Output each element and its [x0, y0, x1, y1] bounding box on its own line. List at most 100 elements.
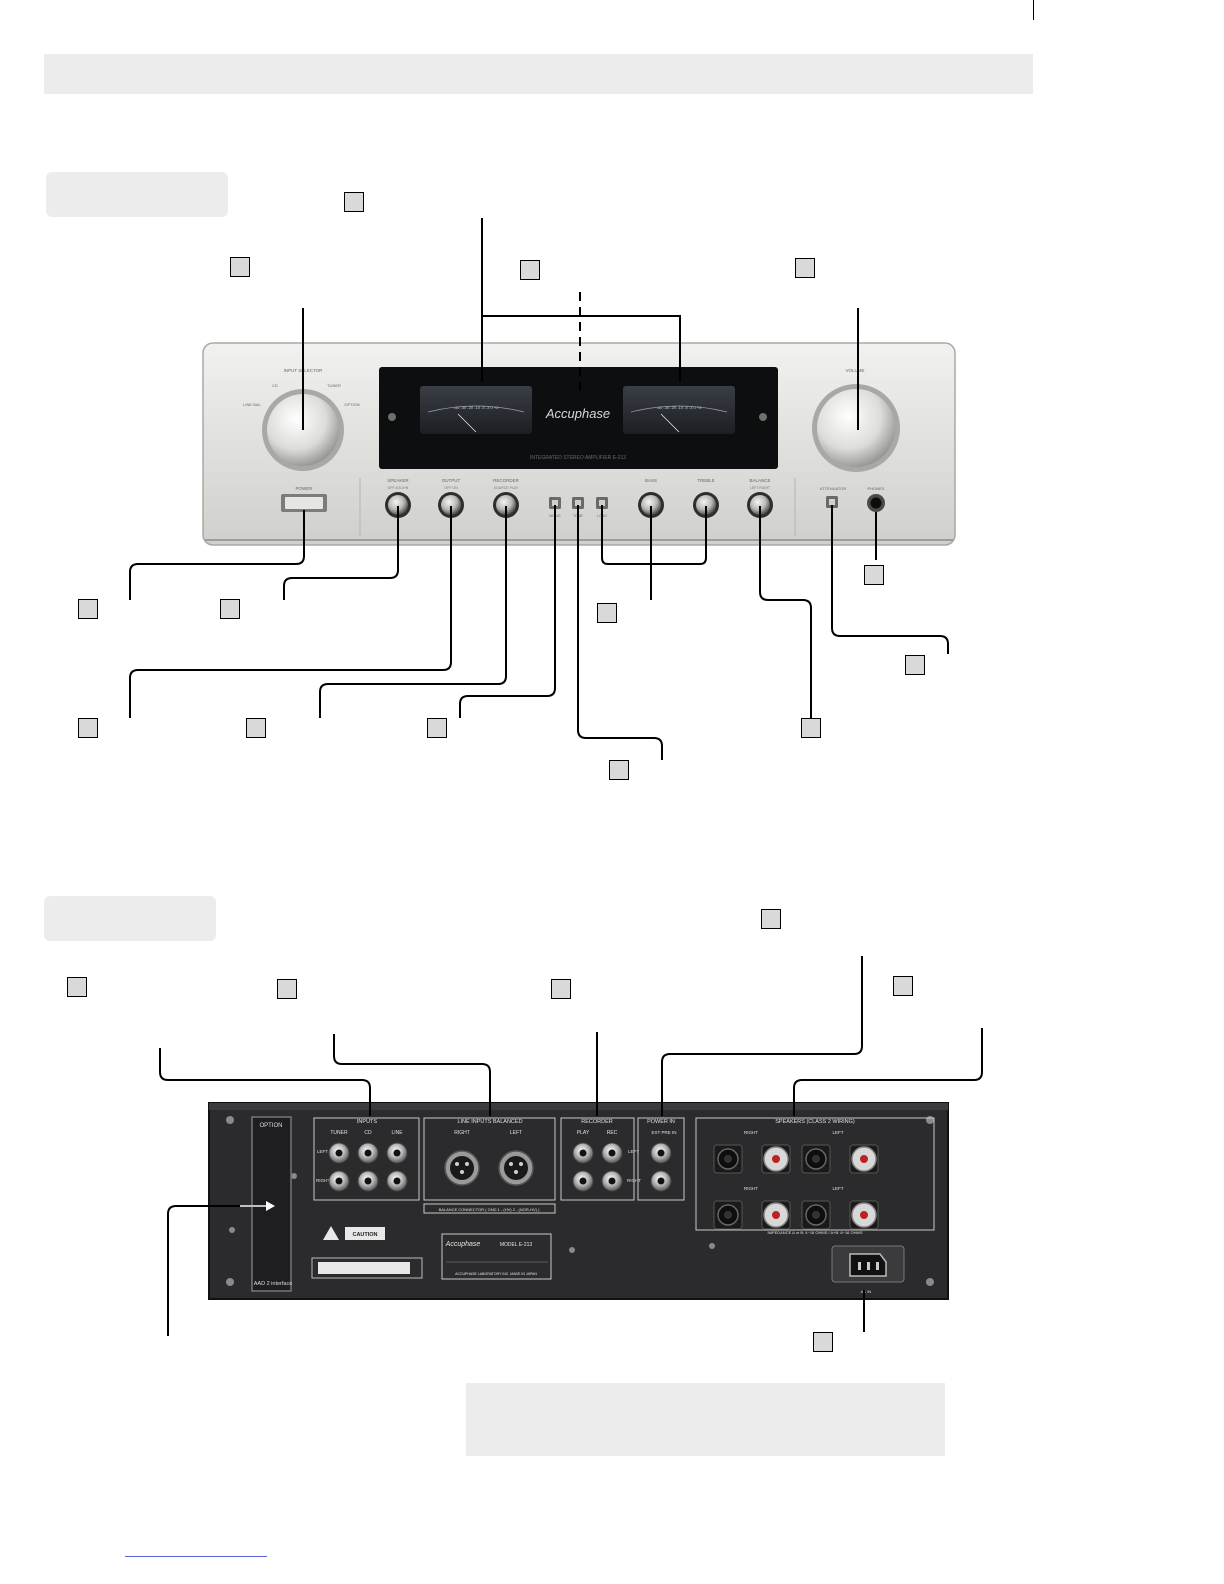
knob-label-bass: BASS	[645, 478, 657, 483]
callout-marker	[78, 718, 98, 738]
recorder-title: RECORDER	[581, 1119, 613, 1125]
rca-power-in-right-hole	[657, 1177, 665, 1185]
impedance-note: IMPEDANCE A or B: 4~16 OHMS / A+B: 8~16 …	[767, 1230, 862, 1235]
xlr-right-socket	[450, 1156, 474, 1180]
balanced-col-right: RIGHT	[454, 1130, 470, 1136]
rear-leader-lines	[159, 956, 983, 1336]
bass-knob[interactable]	[641, 495, 661, 515]
inputs-left-label: LEFT	[317, 1149, 328, 1154]
option-interface-label: AAD 2 interface	[254, 1281, 293, 1287]
inputs-col-line: LINE	[391, 1130, 403, 1136]
power-label: POWER	[295, 486, 313, 491]
knob-label-speaker: SPEAKER	[387, 478, 409, 483]
speaker-knob[interactable]	[388, 495, 408, 515]
speaker-terminal-b-left-minus-cap	[812, 1211, 820, 1219]
inputs-block	[313, 1117, 420, 1201]
option-slot	[251, 1116, 292, 1292]
rear-chassis-top-edge	[209, 1103, 948, 1110]
phones-label: PHONES	[868, 486, 885, 491]
power-in-block	[637, 1117, 685, 1201]
balanced-inputs-block	[423, 1117, 556, 1201]
phones-jack[interactable]	[870, 497, 882, 509]
speaker-terminal-b-left-plus-cap	[860, 1211, 868, 1219]
inputs-right-label: RIGHT	[316, 1178, 330, 1183]
knob-label-balance: BALANCE	[749, 478, 770, 483]
xlr-left-socket	[504, 1156, 528, 1180]
display-screw-left	[388, 413, 396, 421]
note-box	[466, 1383, 945, 1456]
treble-knob[interactable]	[696, 495, 716, 515]
volume-knob[interactable]	[817, 389, 895, 467]
knob-label-output: OUTPUT	[442, 478, 461, 483]
callout-marker	[277, 979, 297, 999]
callout-marker	[761, 909, 781, 929]
recorder-rca-jacks	[572, 1142, 623, 1192]
balance-knob[interactable]	[750, 495, 770, 515]
speaker-terminal-a-right-plus-cap	[772, 1155, 780, 1163]
attenuator-label: ATTENUATOR	[820, 486, 847, 491]
knob-sub-balance: LEFT RIGHT	[750, 486, 771, 490]
callout-marker	[520, 260, 540, 280]
input-selector-pos-cd: CD	[272, 383, 278, 388]
input-selector-pos-line-bal: LINE BAL	[243, 402, 261, 407]
power-in-sub: EXT PRE IN	[652, 1130, 677, 1135]
callout-marker	[801, 718, 821, 738]
input-selector-pos-tuner: TUNER	[327, 383, 341, 388]
loud-button[interactable]	[599, 500, 605, 506]
caution-label: CAUTION	[352, 1232, 377, 1238]
right-meter-scale: -40 -30 -20 -10 -5 -3 0 +3	[657, 405, 703, 410]
rca-tuner-left-hole	[335, 1149, 343, 1157]
rca-power-in-left-hole	[657, 1149, 665, 1157]
attenuator-button[interactable]	[829, 499, 835, 505]
speakers-block	[695, 1117, 935, 1231]
recorder-col-play: PLAY	[577, 1130, 590, 1136]
recorder-knob[interactable]	[496, 495, 516, 515]
callout-marker	[905, 655, 925, 675]
speaker-b-right-label: RIGHT	[744, 1186, 758, 1191]
speaker-terminals	[713, 1144, 879, 1230]
knob-label-recorder: RECORDER	[493, 478, 520, 483]
knob-sub-output: OFF ON	[444, 486, 458, 490]
volume-label: VOLUME	[845, 368, 864, 373]
callout-marker	[230, 257, 250, 277]
rear-panel-section-tab	[44, 896, 216, 941]
recorder-col-rec: REC	[607, 1130, 618, 1136]
input-selector-pos-option: OPTION	[344, 402, 359, 407]
power-in-left-label: LEFT	[628, 1149, 639, 1154]
model-plate	[441, 1233, 552, 1280]
power-button[interactable]	[285, 497, 323, 509]
left-power-meter	[420, 386, 532, 434]
callout-marker	[597, 603, 617, 623]
power-in-title: POWER IN	[647, 1119, 675, 1125]
left-meter-scale: -40 -30 -20 -10 -5 -3 0 +3	[454, 405, 500, 410]
rca-tuner-right-hole	[335, 1177, 343, 1185]
rca-line-right-hole	[393, 1177, 401, 1185]
speaker-a-right-label: RIGHT	[744, 1130, 758, 1135]
footer-link-underline[interactable]	[125, 1556, 267, 1557]
option-slot-arrow-icon	[266, 1201, 275, 1211]
model-plate-brand: Accuphase	[445, 1241, 481, 1248]
output-knob[interactable]	[441, 495, 461, 515]
front-panel-section-tab	[46, 172, 228, 217]
rca-line-left-hole	[393, 1149, 401, 1157]
rca-play-right-hole	[579, 1177, 587, 1185]
top-edge-rule	[1033, 0, 1034, 20]
callout-marker	[795, 258, 815, 278]
option-label: OPTION	[259, 1123, 282, 1129]
speaker-terminal-a-right-minus-cap	[724, 1155, 732, 1163]
balance-connector-note: BALANCE CONNECTOR ( GND 1 - (HV) 2 - (NO…	[439, 1207, 540, 1212]
inputs-col-cd: CD	[364, 1130, 372, 1136]
model-text: INTEGRATED STEREO AMPLIFIER E-213	[530, 455, 626, 461]
speaker-terminal-a-left-minus-cap	[812, 1155, 820, 1163]
rca-play-left-hole	[579, 1149, 587, 1157]
inputs-title: INPUTS	[357, 1119, 378, 1125]
tone-button[interactable]	[575, 500, 581, 506]
mono-button[interactable]	[552, 500, 558, 506]
callout-marker	[246, 718, 266, 738]
balanced-col-left: LEFT	[510, 1130, 522, 1136]
callout-marker	[551, 979, 571, 999]
caution-label-plate	[345, 1227, 385, 1240]
callout-marker	[78, 599, 98, 619]
callout-marker	[67, 977, 87, 997]
